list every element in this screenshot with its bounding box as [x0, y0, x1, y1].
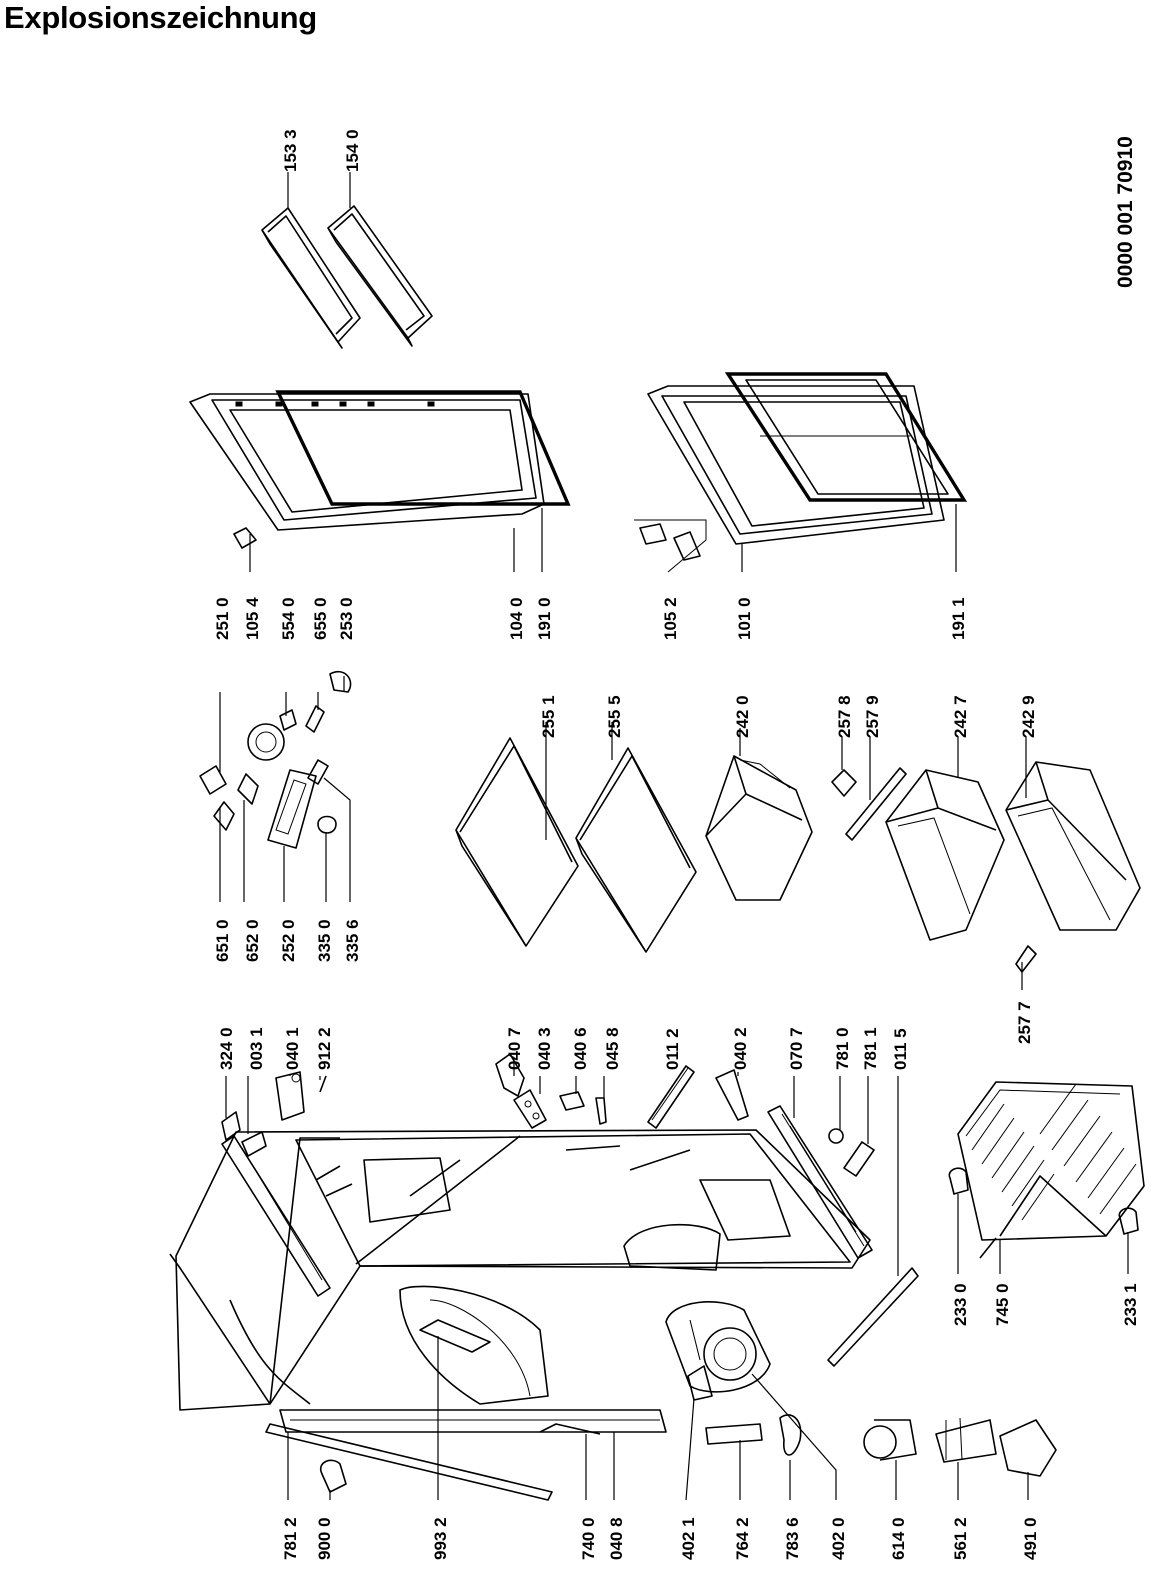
top-trim: [221, 1135, 331, 1297]
label-003-1: 003 1: [247, 1027, 266, 1070]
label-324-0: 324 0: [217, 1027, 236, 1070]
wire-shelves: [957, 1081, 1145, 1259]
label-101-0: 101 0: [735, 597, 754, 640]
label-900-0: 900 0: [315, 1517, 334, 1560]
label-040-7: 040 7: [505, 1027, 524, 1070]
tie-rod: [265, 1423, 553, 1501]
label-257-8: 257 8: [835, 695, 854, 738]
label-191-1: 191 1: [949, 597, 968, 640]
label-402-1: 402 1: [679, 1517, 698, 1560]
freezer-compartment: [705, 755, 813, 901]
label-740-0: 740 0: [579, 1517, 598, 1560]
label-045-8: 045 8: [603, 1027, 622, 1070]
label-040-2: 040 2: [731, 1027, 750, 1070]
drip-tray: [539, 1423, 601, 1435]
label-614-0: 614 0: [889, 1517, 908, 1560]
compressor: [665, 1301, 771, 1401]
label-233-0: 233 0: [951, 1283, 970, 1326]
label-781-0: 781 0: [833, 1027, 852, 1070]
fridge-door: [189, 390, 571, 531]
label-255-1: 255 1: [539, 695, 558, 738]
label-011-2: 011 2: [663, 1028, 682, 1070]
temperature-sensor: [419, 1319, 491, 1500]
label-335-0: 335 0: [315, 919, 334, 962]
cable-clip: [319, 1459, 347, 1493]
label-257-7: 257 7: [1015, 1001, 1034, 1044]
label-255-5: 255 5: [605, 695, 624, 738]
spring-clip: [779, 1414, 802, 1500]
label-783-6: 783 6: [783, 1517, 802, 1560]
label-253-0: 253 0: [337, 597, 356, 640]
part-labels: 153 3 154 0 104 0 191 0 105 2 101 0 191 …: [213, 129, 1140, 1560]
label-011-5: 011 5: [891, 1028, 910, 1070]
label-154-0: 154 0: [343, 129, 362, 172]
shelf-clip-left: [948, 1167, 969, 1195]
label-993-2: 993 2: [431, 1517, 450, 1560]
document-number: 0000 001 70910: [1114, 136, 1137, 288]
drawer-upper: [885, 769, 1005, 941]
bottom-rail: [827, 1267, 919, 1367]
starter-relay: [863, 1419, 917, 1500]
label-070-7: 070 7: [787, 1027, 806, 1070]
label-652-0: 652 0: [243, 919, 262, 962]
label-655-0: 655 0: [311, 597, 330, 640]
drawer-rail: [845, 767, 907, 841]
screw-cap: [828, 1128, 875, 1177]
kick-plate: [767, 1105, 873, 1259]
refrigerator-cabinet: [169, 1129, 871, 1433]
page-title: Explosionszeichnung: [4, 0, 317, 35]
label-242-9: 242 9: [1019, 695, 1038, 738]
glass-shelf-lower: [575, 747, 697, 953]
shelf-clip-right: [1118, 1207, 1139, 1235]
label-242-0: 242 0: [733, 695, 752, 738]
label-491-0: 491 0: [1021, 1517, 1040, 1560]
middle-hinge-set: [495, 1053, 607, 1129]
label-651-0: 651 0: [213, 919, 232, 962]
thermostat-assembly: [199, 527, 352, 849]
label-040-3: 040 3: [535, 1027, 554, 1070]
label-257-9: 257 9: [863, 695, 882, 738]
label-554-0: 554 0: [279, 597, 298, 640]
lower-hinge: [715, 1069, 749, 1121]
label-153-3: 153 3: [281, 129, 300, 172]
label-233-1: 233 1: [1121, 1283, 1140, 1326]
label-105-4: 105 4: [243, 597, 262, 640]
cover-box: [999, 1419, 1057, 1500]
label-402-0: 402 0: [829, 1517, 848, 1560]
label-040-8: 040 8: [607, 1517, 626, 1560]
drawer-stop: [1015, 945, 1037, 973]
label-104-0: 104 0: [507, 597, 526, 640]
top-hinge-cover: [221, 1071, 327, 1157]
terminal-block: [935, 1417, 997, 1500]
door-bin-upper: [261, 207, 361, 349]
label-764-2: 764 2: [733, 1517, 752, 1560]
glass-shelf-upper: [455, 737, 579, 947]
label-912-2: 912 2: [315, 1027, 334, 1070]
door-stop-strip: [647, 1065, 695, 1129]
label-745-0: 745 0: [993, 1283, 1012, 1326]
label-040-1: 040 1: [283, 1027, 302, 1070]
label-781-2: 781 2: [281, 1517, 300, 1560]
label-781-1: 781 1: [861, 1027, 880, 1070]
door-bin-lower: [327, 205, 433, 347]
label-242-7: 242 7: [951, 695, 970, 738]
drawer-lower: [1005, 761, 1141, 931]
label-040-6: 040 6: [571, 1027, 590, 1070]
drawer-clip: [831, 769, 857, 797]
freezer-door: [647, 372, 968, 545]
label-335-6: 335 6: [343, 919, 362, 962]
label-252-0: 252 0: [279, 919, 298, 962]
label-105-2: 105 2: [661, 597, 680, 640]
filter-drier: [705, 1423, 763, 1500]
label-251-0: 251 0: [213, 597, 232, 640]
label-561-2: 561 2: [951, 1517, 970, 1560]
label-191-0: 191 0: [535, 597, 554, 640]
hinge-bracket-set: [634, 519, 707, 573]
